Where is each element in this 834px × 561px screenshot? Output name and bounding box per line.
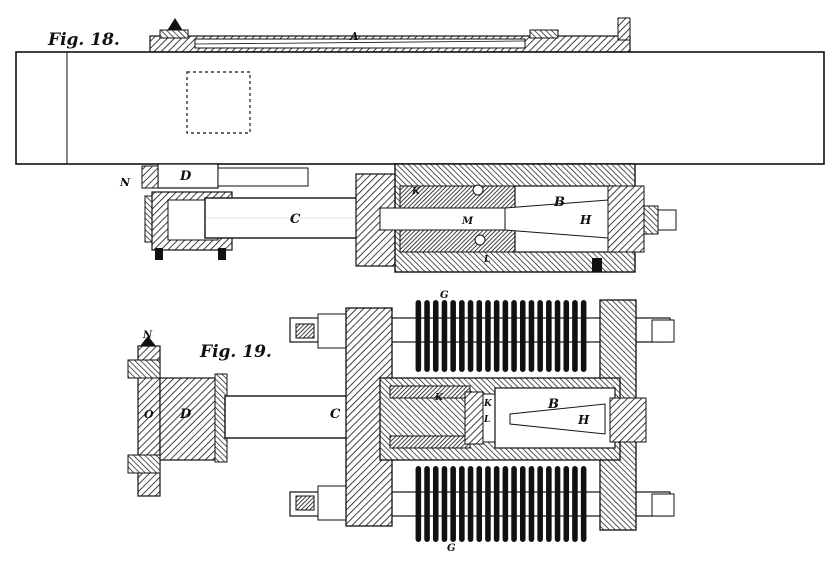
label-c-fig18: C: [290, 212, 301, 227]
fig18-guide-block: [141, 163, 309, 189]
fig19-spring-bottom: [415, 466, 587, 542]
label-l-fig19: L: [483, 415, 490, 425]
spring-coil: [580, 300, 587, 372]
spring-coil: [493, 466, 500, 542]
spring-coil: [511, 300, 517, 372]
spring-coil: [546, 300, 552, 372]
spring-coil: [528, 466, 535, 542]
label-n-fig19: N: [142, 330, 153, 341]
spring-coil: [511, 466, 517, 542]
spring-coil: [424, 300, 430, 372]
spring-coil: [485, 466, 491, 542]
spring-coil: [485, 300, 491, 372]
spring-coil: [459, 300, 465, 372]
label-c-fig19: C: [330, 407, 341, 422]
fig19-spring-top: [415, 300, 587, 372]
spring-coil: [415, 300, 422, 372]
spring-coil: [502, 466, 509, 542]
top-plate-a: [149, 17, 631, 53]
label-d-fig18: D: [179, 169, 192, 184]
spring-coil: [441, 300, 448, 372]
spring-coil: [580, 466, 587, 542]
spring-coil: [432, 300, 439, 372]
spring-coil: [546, 466, 552, 542]
spring-coil: [432, 466, 439, 542]
fig19-end-cap: [127, 336, 228, 497]
label-o-fig19: O: [144, 408, 154, 421]
spring-coil: [572, 300, 578, 372]
spring-coil: [424, 466, 430, 542]
spring-coil: [441, 466, 448, 542]
spring-coil: [450, 300, 456, 372]
label-k-fig19: K: [483, 399, 493, 409]
label-n-fig18: N: [119, 176, 131, 189]
figure-19: Fig. 19. N O D C: [127, 290, 675, 554]
label-l-fig18: L: [483, 255, 490, 265]
label-k-fig19-left: K: [434, 393, 444, 403]
fig18-rod-assembly: [144, 191, 381, 260]
hidden-outline: [186, 71, 251, 134]
spring-coil: [493, 300, 500, 372]
spring-coil: [572, 466, 578, 542]
spring-coil: [563, 466, 570, 542]
label-m-fig18: M: [461, 216, 474, 227]
spring-coil: [467, 300, 474, 372]
spring-coil: [537, 300, 543, 372]
fig19-cylinder: [379, 377, 647, 461]
spring-coil: [415, 466, 422, 542]
label-h-fig18: H: [579, 213, 592, 227]
fig18-caption: Fig. 18.: [47, 30, 120, 50]
spring-coil: [519, 300, 526, 372]
label-k-fig18: K: [411, 187, 421, 197]
label-b-fig18: B: [553, 195, 565, 210]
spring-coil: [519, 466, 526, 542]
spring-coil: [476, 300, 483, 372]
fig19-caption: Fig. 19.: [199, 342, 272, 362]
spring-coil: [528, 300, 535, 372]
spring-coil: [563, 300, 570, 372]
spring-coil: [537, 466, 543, 542]
label-g-top: G: [440, 290, 449, 301]
label-g-bottom: G: [447, 543, 456, 554]
label-h-fig19: H: [577, 413, 590, 427]
label-a: A: [349, 30, 359, 43]
figure-18: Fig. 18. A N D: [15, 17, 825, 273]
main-beam: [15, 51, 825, 165]
spring-coil: [476, 466, 483, 542]
spring-coil: [450, 466, 456, 542]
spring-coil: [502, 300, 509, 372]
spring-coil: [554, 300, 561, 372]
spring-coil: [554, 466, 561, 542]
label-d-fig19: D: [179, 407, 192, 422]
spring-coil: [459, 466, 465, 542]
spring-coil: [467, 466, 474, 542]
fig18-cylinder: [355, 163, 677, 273]
label-b-fig19: B: [547, 397, 559, 412]
